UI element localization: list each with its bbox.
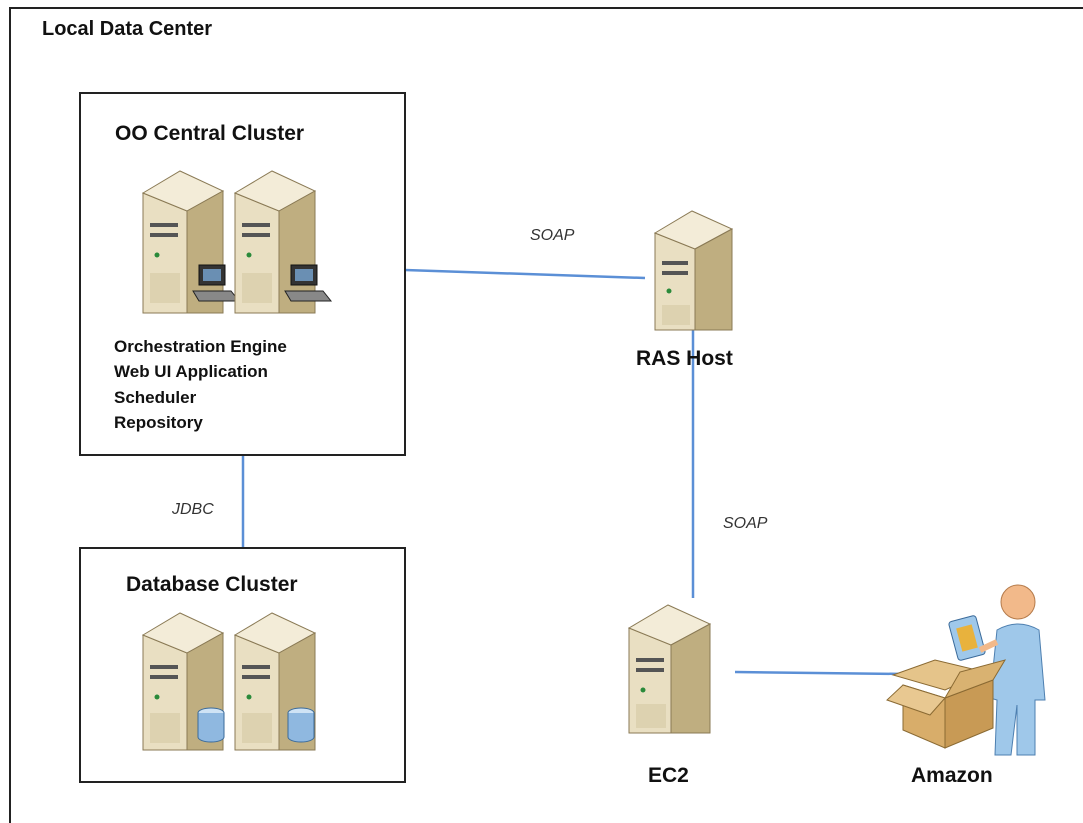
ec2-amazon-line: [734, 670, 906, 676]
central-ras-line: [404, 268, 646, 280]
central-servers-icon: [141, 170, 333, 314]
soap-label-central-ras: SOAP: [530, 227, 575, 244]
ec2-label: EC2: [648, 764, 689, 787]
component-web-ui-application: Web UI Application: [114, 362, 268, 381]
soap-label-ras-ec2: SOAP: [723, 515, 768, 532]
database-servers-icon: [141, 612, 317, 751]
ec2-server-icon: [627, 604, 712, 734]
data-center-frame: [9, 7, 1083, 823]
amazon-label: Amazon: [911, 764, 993, 787]
jdbc-label: JDBC: [172, 501, 214, 518]
diagram-title: Local Data Center: [42, 18, 213, 40]
component-orchestration-engine: Orchestration Engine: [114, 337, 287, 356]
database-cluster-title: Database Cluster: [126, 573, 298, 596]
amazon-delivery-icon: [886, 584, 1046, 756]
component-repository: Repository: [114, 413, 203, 432]
component-scheduler: Scheduler: [114, 388, 197, 407]
ras-host-label: RAS Host: [636, 347, 733, 370]
ras-host-server-icon: [653, 210, 734, 331]
central-cluster-title: OO Central Cluster: [115, 122, 305, 145]
